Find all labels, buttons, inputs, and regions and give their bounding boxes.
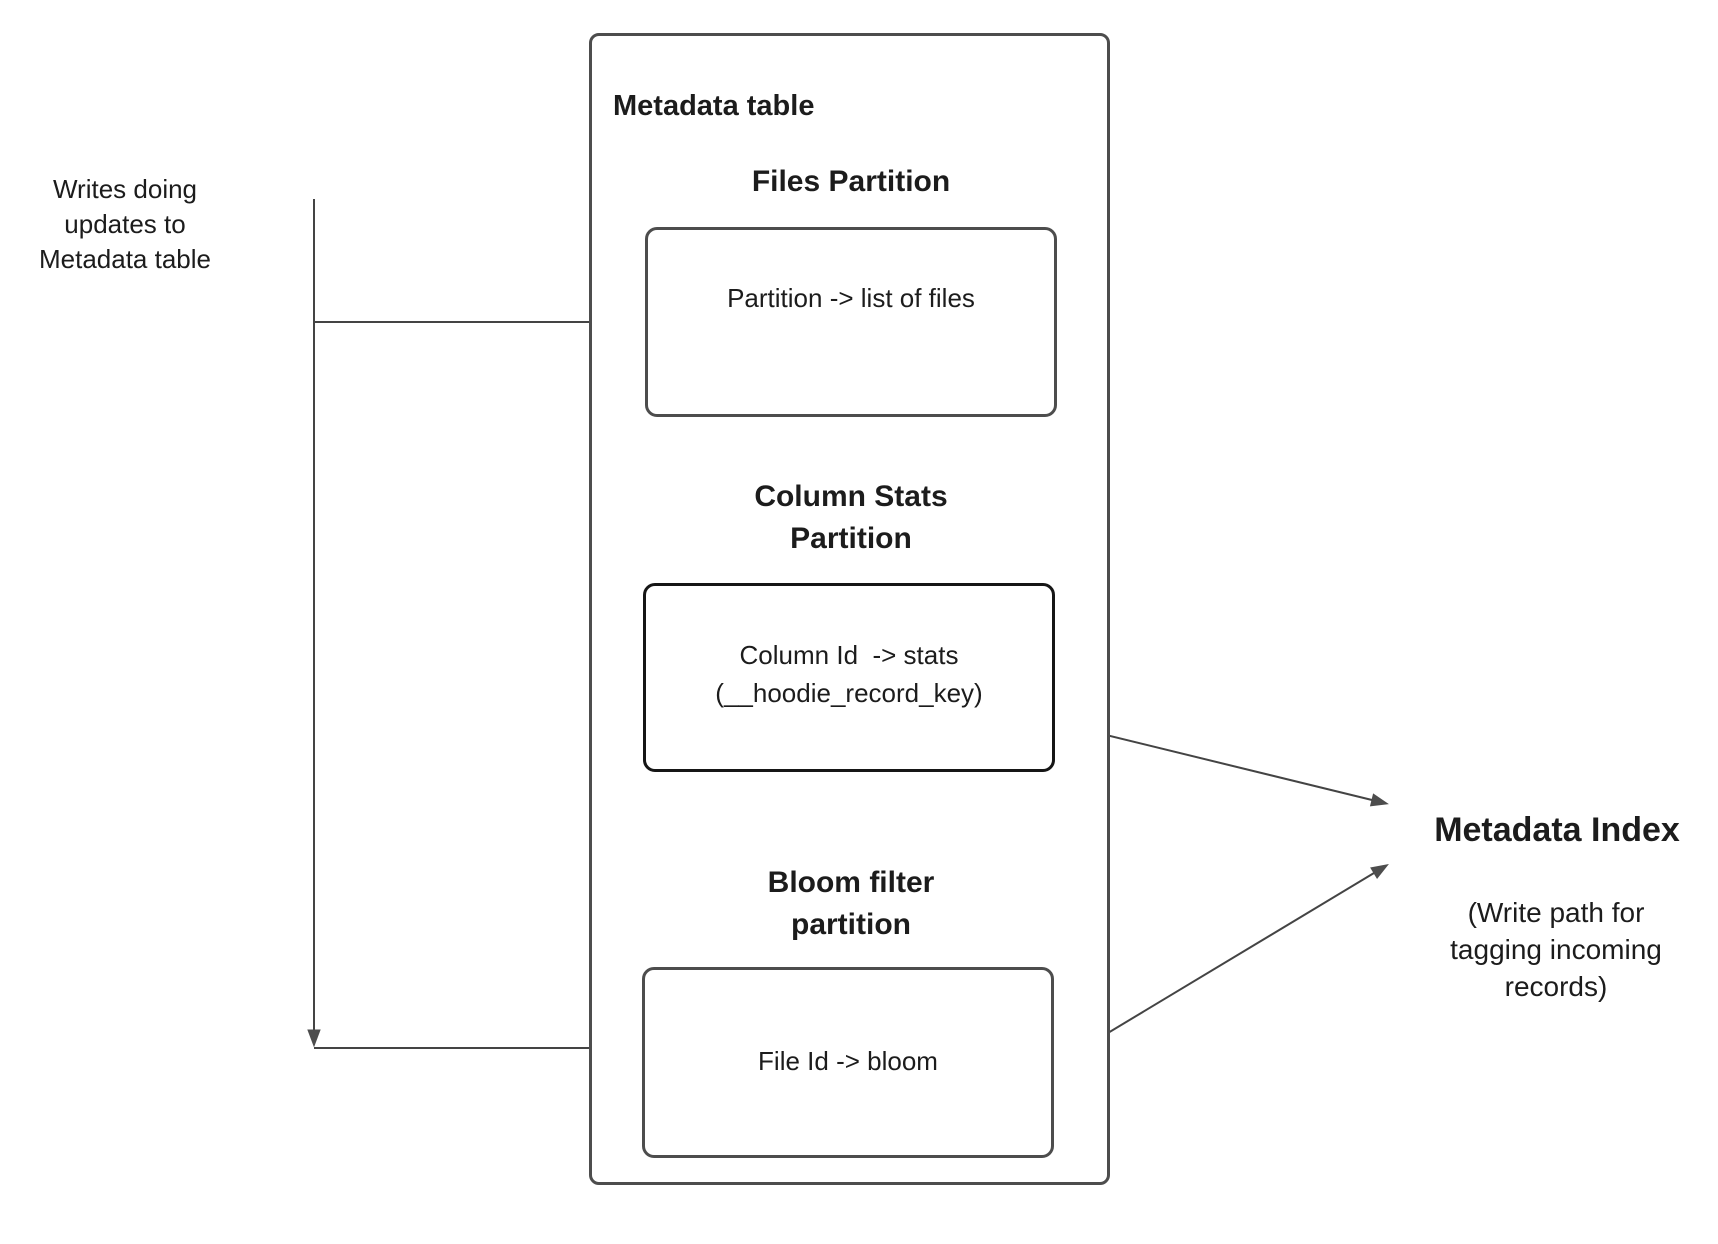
metadata-table-title: Metadata table [613,90,815,122]
files-partition-label: Partition -> list of files [727,283,975,313]
column-stats-partition-box: Column Id -> stats (__hoodie_record_key) [643,583,1055,772]
metadata-index-title: Metadata Index [1434,811,1680,849]
metadata-index-subtitle: (Write path for tagging incoming records… [1450,897,1662,1002]
bloom-filter-partition-box: File Id -> bloom [642,967,1054,1158]
column-stats-partition-label: Column Id -> stats (__hoodie_record_key) [715,639,983,708]
column-stats-partition-heading: Column Stats Partition [754,480,948,555]
files-partition-box: Partition -> list of files [645,227,1057,417]
bloom-filter-partition-heading: Bloom filter partition [767,866,935,941]
writes-updates-label: Writes doing updates to Metadata table [38,174,211,274]
bloom-filter-partition-label: File Id -> bloom [758,1045,938,1076]
files-partition-heading: Files Partition [751,165,951,198]
